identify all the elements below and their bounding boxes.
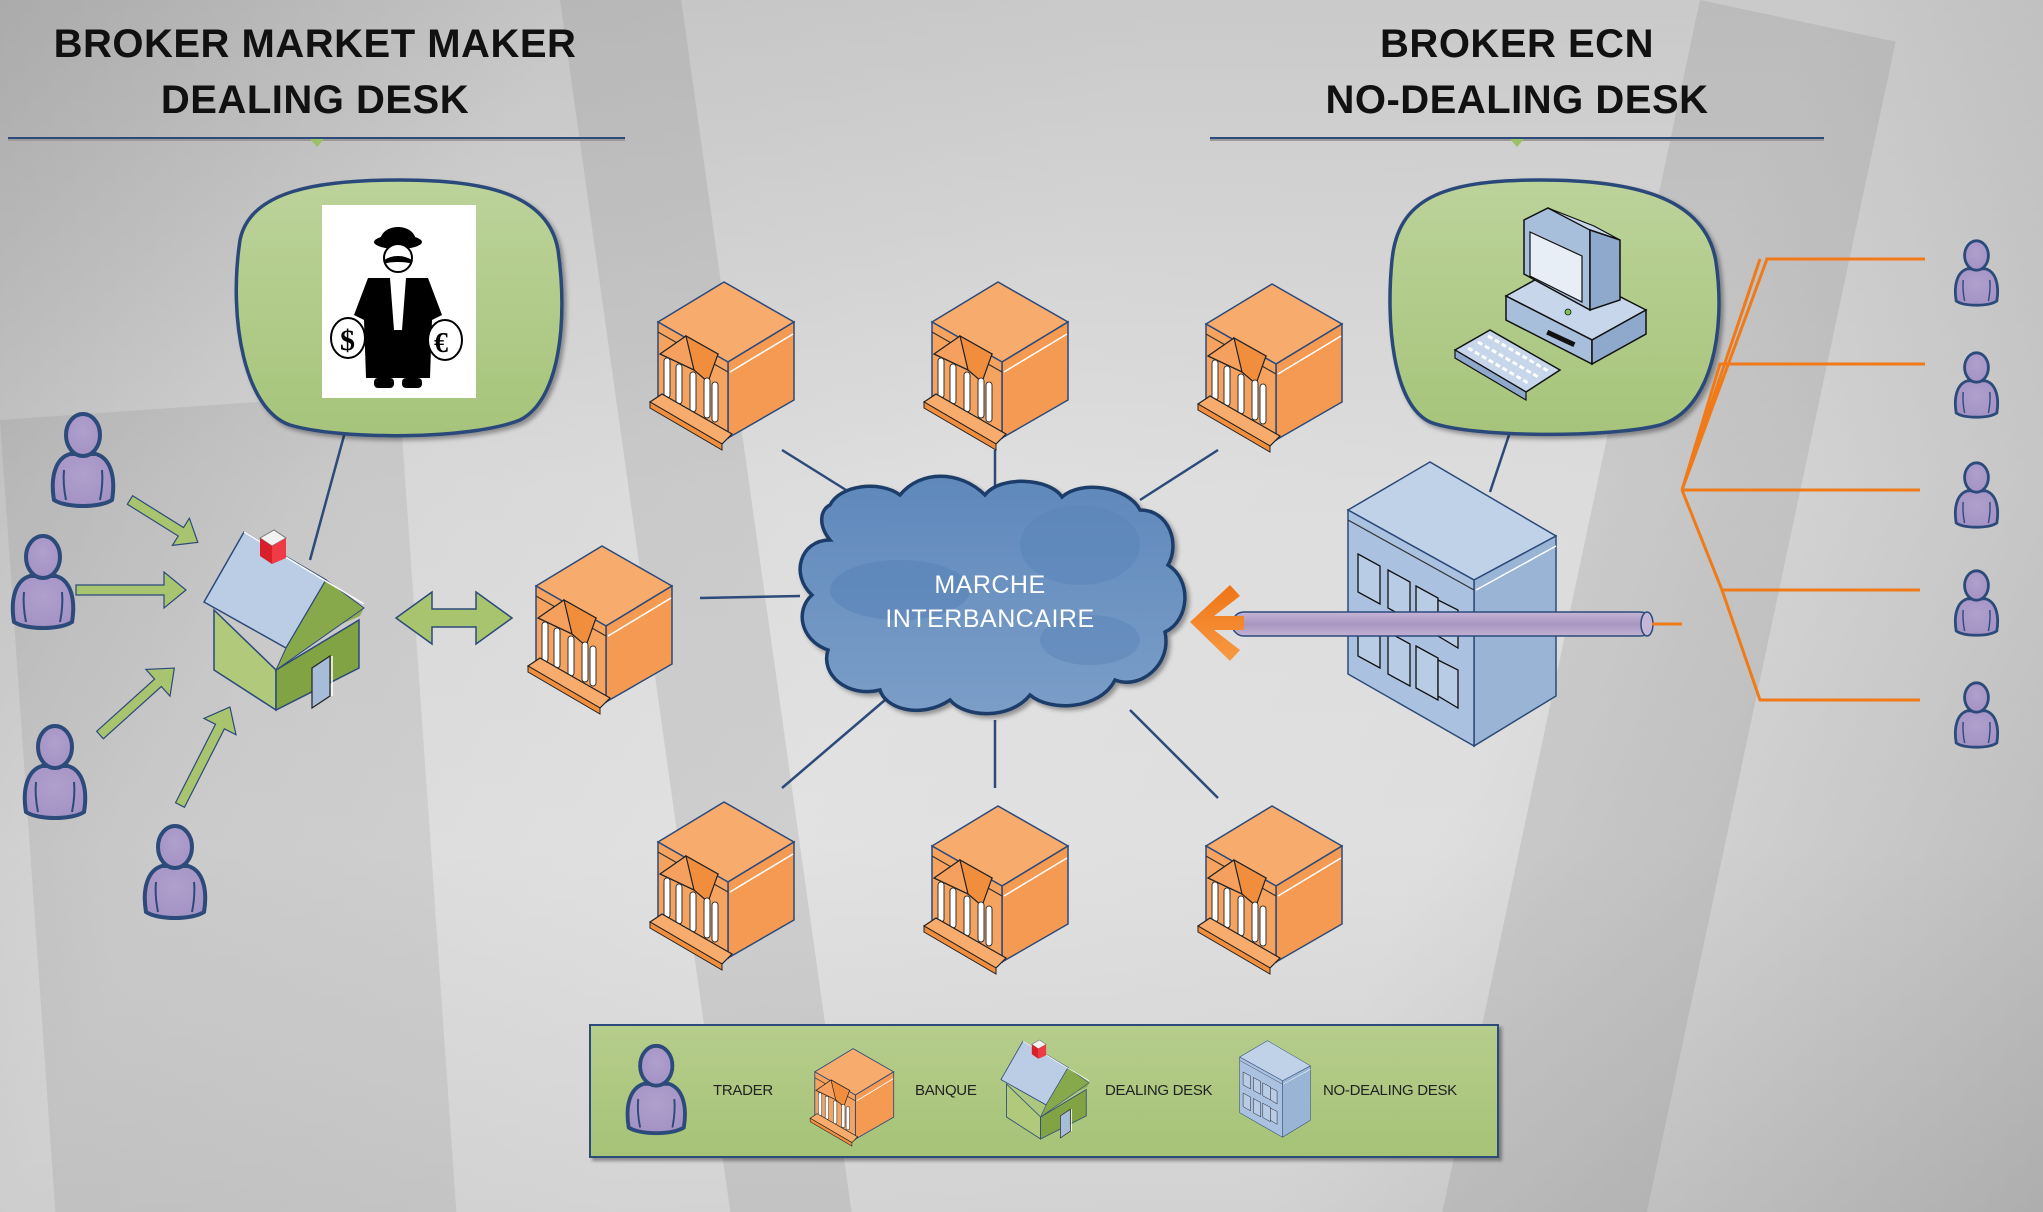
legend-label-no-dealing-desk: NO-DEALING DESK [1323,1082,1457,1099]
banker-image: $ € [322,205,476,398]
trader [142,822,208,921]
right-title-line1: BROKER ECN [1380,22,1654,66]
legend-label-bank: BANQUE [915,1082,977,1099]
left-title-line1: BROKER MARKET MAKER [53,22,577,66]
fan-line [1680,258,1762,491]
bank-node [1197,283,1343,453]
dealing-desk-icon [1000,1039,1090,1140]
green-arrow [95,667,176,740]
bank-node [1197,805,1343,975]
legend: TRADER BANQUE DEALING DESK NO-DEALING DE… [589,1024,1499,1158]
legend-label-dealing-desk: DEALING DESK [1105,1082,1213,1099]
connector-line [1139,448,1219,502]
interbank-market-cloud [798,474,1187,716]
trader [1953,680,2000,749]
fan-line [1680,489,1920,592]
trader-icon [625,1042,687,1136]
green-arrow [126,494,199,547]
green-arrow [75,570,187,610]
cloud-label-line1: MARCHE [934,571,1046,599]
trader [50,410,116,509]
bidirectional-arrow [394,590,514,646]
bank-node [923,281,1069,451]
green-arrow [174,706,237,809]
right-title: BROKER ECN NO-DEALING DESK [1210,16,1824,128]
dollar-icon: $ [340,324,355,357]
left-title-divider [8,137,625,147]
connector-line [1129,709,1219,799]
euro-icon: € [434,328,448,359]
bank-node [527,545,673,715]
bank-icon [809,1048,895,1147]
legend-label-trader: TRADER [713,1082,773,1099]
bank-node [649,281,795,451]
left-bubble-stem [308,431,347,561]
bank-node [923,805,1069,975]
cloud-label: MARCHE INTERBANCAIRE [860,568,1120,636]
left-title: BROKER MARKET MAKER DEALING DESK [10,16,620,128]
left-title-line2: DEALING DESK [160,78,470,122]
connector-line [699,594,801,600]
connector-line [781,699,886,789]
trader [1953,349,2000,419]
orange-arrow-icon [1190,585,1244,661]
trader [1953,568,2000,637]
trader [10,532,76,631]
bank-connectors [308,431,1512,799]
right-title-line2: NO-DEALING DESK [1325,78,1709,122]
fan-line [1720,589,1920,702]
bank-node [649,801,795,971]
no-dealing-desk-building [1347,461,1557,747]
right-title-divider [1210,137,1824,147]
trader [22,722,88,821]
dealing-desk-house [203,529,365,711]
trader [1953,459,2000,529]
ecn-pipe [1231,611,1654,637]
no-dealing-desk-icon [1239,1040,1311,1138]
cloud-label-line2: INTERBANCAIRE [885,605,1095,633]
trader [1953,237,2000,307]
trader-arrows [75,494,237,809]
right-bubble-stem [1488,431,1512,493]
computer-image [1453,207,1648,402]
ecn-fan-lines [1652,257,1925,702]
